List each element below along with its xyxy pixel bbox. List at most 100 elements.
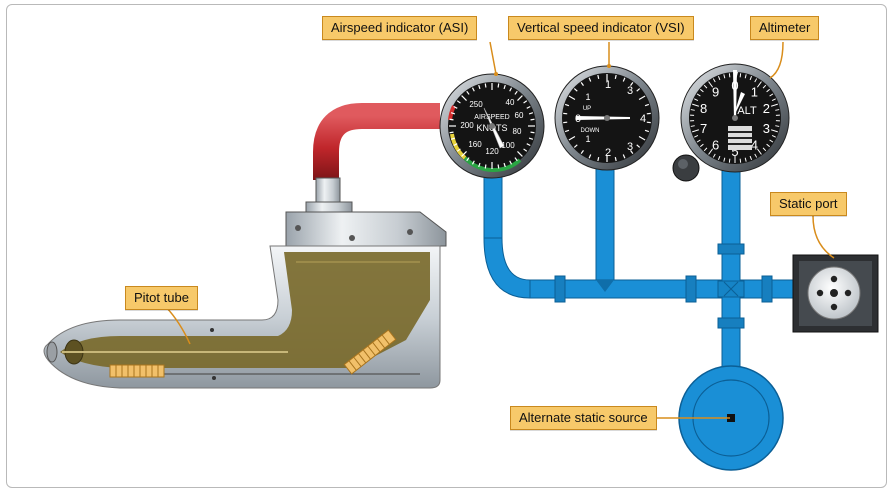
asi-tick-250: 250 — [469, 100, 483, 109]
alt-scale-tick — [766, 88, 770, 93]
asi-scale-tick — [514, 157, 518, 162]
asi-scale-tick — [517, 151, 523, 157]
vsi-num-up-3: 3 — [627, 85, 633, 97]
asi-tick-80: 80 — [513, 127, 522, 136]
alt-scale-tick — [769, 93, 774, 97]
asi-scale-tick — [471, 87, 475, 92]
vsi-scale-tick — [644, 103, 650, 107]
alt-dial-number: 9 — [712, 84, 719, 99]
vsi-scale-tick — [636, 144, 641, 148]
callout-altimeter: Altimeter — [750, 16, 820, 40]
asi-scale-tick — [530, 118, 535, 121]
vsi-needle — [576, 116, 630, 120]
vsi-scale-tick — [622, 77, 626, 82]
asi-scale-tick — [456, 148, 461, 152]
vsi-scale-tick — [580, 150, 584, 154]
heater-coil-rear — [343, 329, 397, 375]
alt-scale-tick — [754, 78, 758, 83]
vsi-word-up: UP — [583, 106, 591, 112]
alt-dial-number: 7 — [700, 121, 707, 136]
asi-scale-tick — [497, 164, 500, 169]
alt-scale-tick — [744, 74, 747, 79]
alt-dial-number: 2 — [763, 101, 770, 116]
leader-static-port — [812, 215, 835, 259]
alt-scale-tick — [739, 73, 742, 78]
callout-leaders — [165, 41, 835, 419]
asi-scale-tick — [509, 160, 513, 165]
alt-dial-number: 8 — [700, 101, 707, 116]
alt-scale-tick — [728, 73, 731, 78]
alt-scale-tick — [723, 157, 726, 162]
vsi-scale-tick — [573, 88, 578, 92]
alt-scale-tick — [703, 84, 708, 89]
vsi-num-dn-1: 1 — [585, 134, 590, 144]
alt-scale-tick — [717, 75, 721, 81]
asi-scale-tick — [461, 151, 467, 157]
asi-scale-tick — [461, 95, 467, 101]
alt-scale-tick — [739, 158, 742, 163]
alt-scale-tick — [712, 78, 716, 83]
alt-dial-number: 6 — [712, 138, 719, 153]
alt-scale-tick — [708, 81, 714, 88]
vsi-scale-tick — [580, 82, 584, 86]
callout-alternate-static-source: Alternate static source — [510, 406, 657, 430]
asi-scale-tick — [503, 162, 506, 168]
vsi-num-up-2: 1 — [605, 79, 611, 91]
altimeter: 0123456789 ALT — [680, 63, 790, 173]
alt-scale-tick — [694, 135, 699, 138]
alt-scale-tick — [717, 155, 721, 161]
static-port — [792, 254, 879, 333]
alt-scale-tick — [696, 93, 701, 97]
asi-scale-tick — [453, 105, 458, 109]
asi-scale-tick — [523, 100, 528, 104]
vsi-scale-tick — [638, 135, 646, 141]
asi-scale-tick — [509, 87, 513, 92]
alt-scale-tick — [692, 129, 700, 133]
alt-scale-tick — [762, 84, 767, 89]
vsi-scale-tick — [622, 154, 626, 159]
asi-scale-tick — [526, 105, 531, 109]
asi-tick-120: 120 — [485, 147, 499, 156]
asi-tick-200: 200 — [460, 121, 474, 130]
vertical-speed-indicator: 0 1 1 3 4 1 2 3 UP DOWN — [554, 65, 660, 171]
tee-joint-marker — [596, 280, 614, 292]
alt-label: ALT — [737, 105, 757, 117]
asi-scale-tick — [530, 131, 535, 134]
alt-scale-tick — [723, 74, 726, 79]
asi-scale-tick — [466, 157, 470, 162]
alt-scale-tick — [766, 143, 770, 148]
asi-tick-60: 60 — [515, 111, 524, 120]
asi-scale-tick — [450, 137, 456, 140]
alt-scale-tick — [770, 129, 778, 133]
alt-needle-short — [733, 92, 745, 118]
asi-scale-tick — [478, 162, 481, 168]
asi-dial-word-airspeed: AIRSPEED — [474, 114, 509, 121]
asi-scale-tick — [523, 148, 528, 152]
alt-dial-number: 1 — [751, 84, 758, 99]
alt-scale-tick — [769, 139, 774, 143]
alt-scale-tick — [749, 75, 753, 81]
asi-scale-tick — [528, 137, 534, 140]
leader-asi — [489, 41, 497, 75]
vsi-scale-tick — [614, 157, 617, 162]
alt-scale-tick — [775, 109, 780, 111]
asi-scale-tick — [526, 143, 531, 147]
vsi-scale-tick — [564, 129, 570, 133]
cross-joint-marker — [723, 281, 739, 297]
leader-altimeter — [769, 41, 784, 79]
vsi-num-up-1: 1 — [585, 92, 590, 102]
asi-scale-tick — [484, 83, 487, 88]
callout-airspeed-indicator: Airspeed indicator (ASI) — [322, 16, 478, 40]
asi-scale-tick — [484, 164, 487, 169]
asi-scale-tick — [497, 83, 500, 88]
asi-scale-tick — [503, 84, 506, 90]
vsi-num-dn-2: 2 — [605, 147, 611, 159]
alt-scale-tick — [744, 157, 747, 162]
callout-pitot-tube: Pitot tube — [125, 286, 198, 310]
alt-scale-tick — [700, 143, 704, 148]
asi-tick-160: 160 — [468, 140, 482, 149]
alt-dial-number: 3 — [763, 121, 770, 136]
asi-scale-tick — [471, 160, 475, 165]
vsi-scale-tick — [568, 95, 576, 101]
vsi-num-4: 4 — [640, 113, 646, 125]
